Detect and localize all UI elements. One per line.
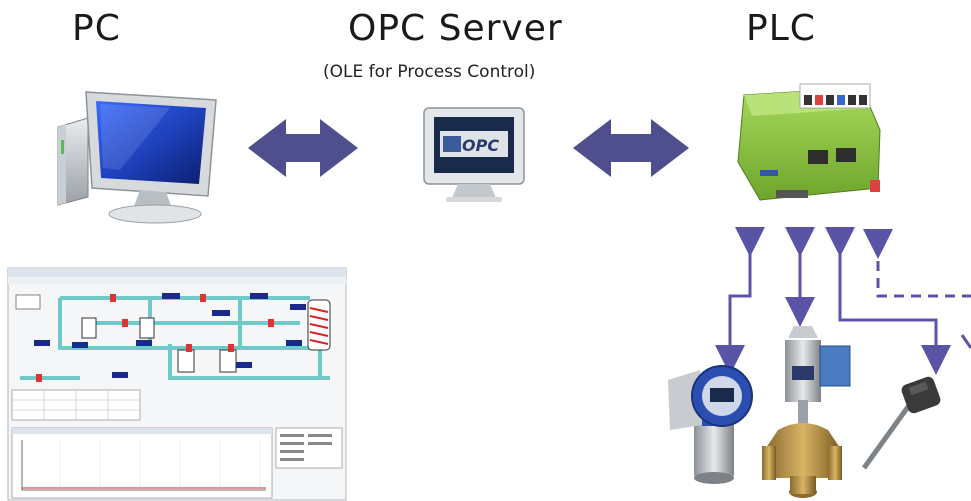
pc-server-double-arrow — [248, 119, 358, 177]
opc-logo-text: OPC — [462, 136, 499, 155]
computer-icon — [57, 91, 217, 224]
server-plc-double-arrow — [573, 119, 689, 177]
plc-heading: PLC — [746, 8, 816, 49]
temperature-probe-icon — [861, 376, 941, 470]
control-valve-icon — [762, 326, 851, 498]
pc-heading: PC — [72, 8, 121, 49]
signal-lines — [715, 227, 971, 375]
flow-meter-icon — [668, 365, 753, 484]
opc-server-heading: OPC Server — [348, 8, 563, 49]
opc-server-subtitle: (OLE for Process Control) — [323, 62, 536, 82]
opc-server-icon: OPC — [423, 107, 525, 202]
plc-module-icon — [737, 83, 881, 201]
scada-screenshot-thumbnail — [7, 267, 347, 501]
